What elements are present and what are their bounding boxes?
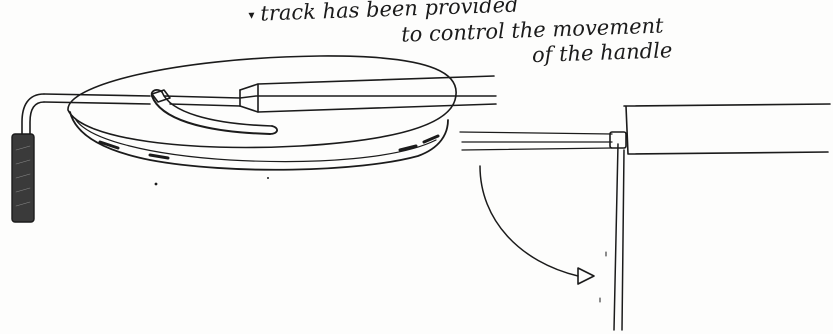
side-arm [460,132,612,150]
swing-arrow-path [480,166,578,276]
bullet-icon: ▾ [248,3,255,28]
housing-bottom [240,104,496,112]
arm-bar-under-edge [44,102,150,104]
track-end-cap [270,126,277,134]
side-view [460,104,830,330]
side-box [624,104,830,154]
rod-lower [170,104,240,106]
swing-arrowhead-icon [578,268,594,284]
stray-mark [600,252,606,302]
stray-dot [267,177,269,179]
vertical-post [614,144,624,330]
stray-dot [155,183,158,186]
housing-mid [164,96,496,98]
arm-bar-top-edge [44,94,150,96]
handle [12,94,44,222]
handle-grip [12,134,34,222]
handle-bend [22,94,44,136]
